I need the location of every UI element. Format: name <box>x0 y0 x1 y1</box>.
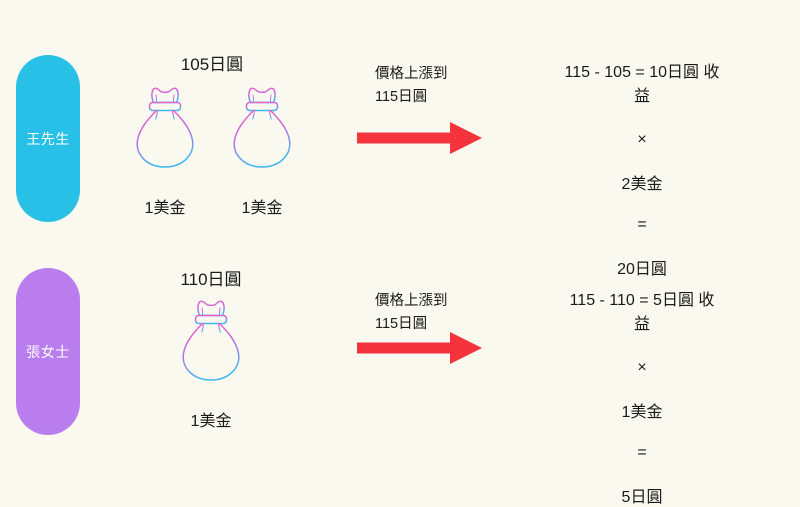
person-badge-zhang: 張女士 <box>16 268 80 435</box>
rate-label-row1: 105日圓 <box>180 55 244 74</box>
person-badge-label: 張女士 <box>26 343 70 360</box>
formula-equals-op-row2: = <box>637 444 647 461</box>
bag-caption-row1-1: 1美金 <box>144 200 186 217</box>
person-badge-wang: 王先生 <box>16 55 80 222</box>
formula-row2: 115 - 110 = 5日圓 收益 × 1美金 = 5日圓 <box>563 286 721 507</box>
money-bag-icon <box>227 83 297 171</box>
formula-multiply-op-row2: × <box>637 359 647 376</box>
formula-multiplier-row1: 2美金 <box>621 176 663 193</box>
bag-caption-row2-1: 1美金 <box>190 413 232 430</box>
formula-multiplier-row2: 1美金 <box>621 404 663 421</box>
arrow-caption-line1-row2: 價格上漲到 <box>375 293 448 309</box>
formula-headline-row2: 115 - 110 = 5日圓 收益 <box>569 292 715 333</box>
bag-caption-row1-2: 1美金 <box>241 200 283 217</box>
arrow-caption-line2-row1: 115日圓 <box>375 89 428 105</box>
formula-row1: 115 - 105 = 10日圓 收益 × 2美金 = 20日圓 <box>563 58 721 279</box>
person-badge-label: 王先生 <box>26 130 70 147</box>
formula-result-row2: 5日圓 <box>621 489 663 506</box>
arrow-caption-line2-row2: 115日圓 <box>375 316 428 332</box>
money-bag-icon <box>176 296 246 384</box>
rate-label-row2: 110日圓 <box>180 270 242 289</box>
formula-equals-op-row1: = <box>637 216 647 233</box>
formula-headline-row1: 115 - 105 = 10日圓 收益 <box>564 64 720 105</box>
money-bag-icon <box>130 83 200 171</box>
right-arrow-icon <box>355 120 485 161</box>
formula-result-row1: 20日圓 <box>617 261 667 278</box>
arrow-caption-line1-row1: 價格上漲到 <box>375 66 448 82</box>
formula-multiply-op-row1: × <box>637 131 647 148</box>
right-arrow-icon <box>355 330 485 371</box>
